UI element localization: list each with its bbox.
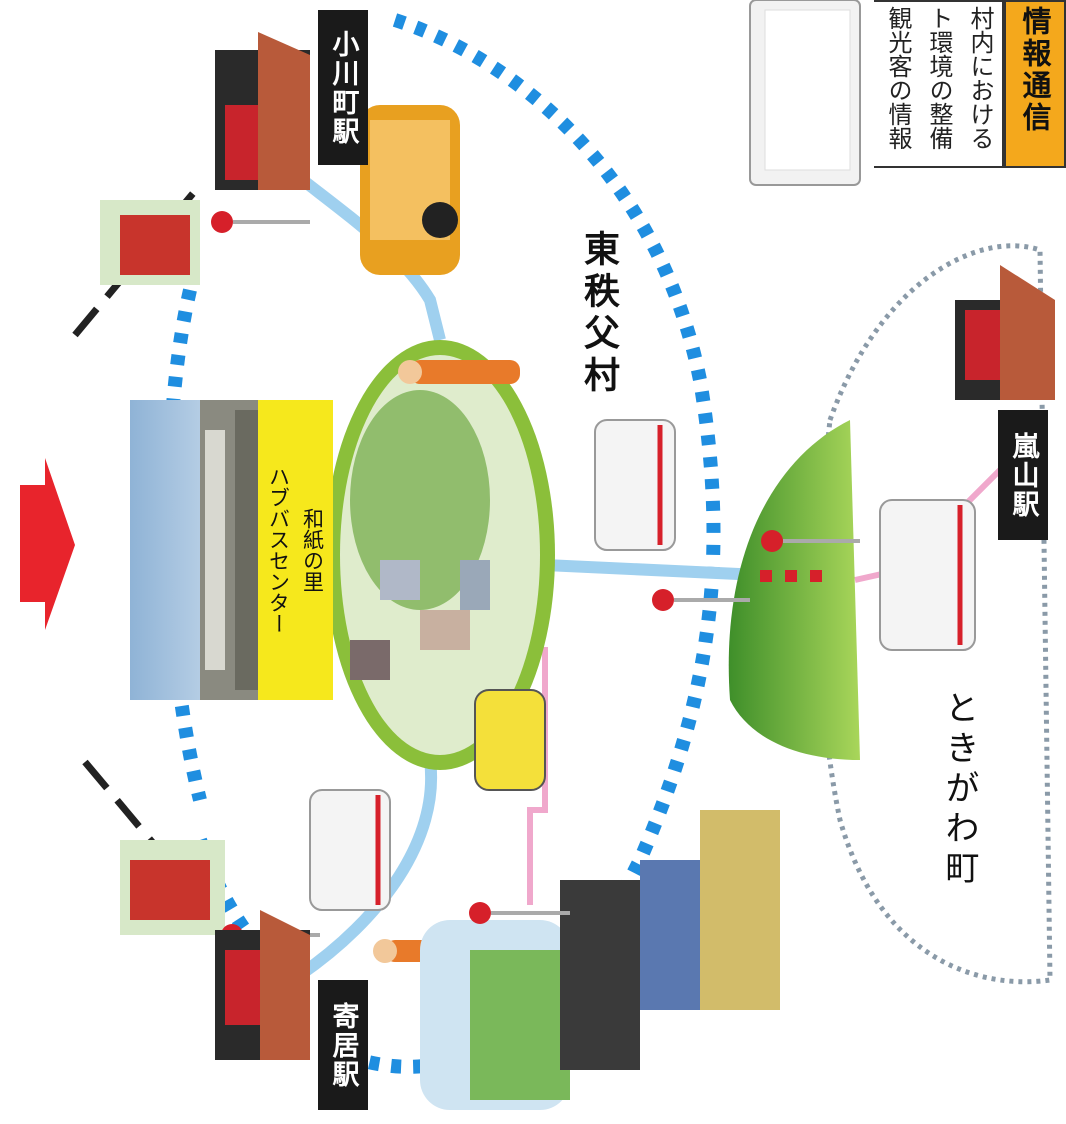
station-label-ogawamachi: 小川町駅 — [318, 10, 368, 165]
station-building-arashiyama — [955, 265, 1055, 400]
info-panel-body: 村内における ト環境の整備 観光客の情報 — [874, 0, 1004, 168]
town-boundary — [817, 243, 1053, 985]
hub-label-line1: 和紙の里 — [300, 508, 325, 592]
info-body-line: 観光客の情報 — [884, 6, 912, 150]
station-name: 小川町駅 — [327, 29, 359, 146]
region-label-tokigawa: ときがわ町 — [935, 690, 984, 890]
info-panel-title: 情報通信 — [1004, 0, 1066, 168]
hub-photo — [130, 400, 270, 700]
taxi-illustration — [474, 689, 546, 791]
hub-label-line2: ハブバスセンター — [266, 466, 291, 634]
region-name: 東秩父村 — [578, 230, 619, 398]
info-panel: 情報通信 村内における ト環境の整備 観光客の情報 — [870, 0, 1066, 170]
bus-illustration-3 — [309, 789, 391, 911]
direction-arrow — [20, 458, 75, 630]
hub-village-illustration — [325, 340, 555, 770]
info-body-line: ト環境の整備 — [925, 6, 953, 150]
station-name: 嵐山駅 — [1007, 431, 1039, 519]
info-title-text: 情報通信 — [1018, 6, 1052, 134]
station-building-ogawamachi — [215, 32, 310, 190]
station-name: 寄居駅 — [327, 1001, 359, 1089]
bus-stop-signs — [211, 211, 860, 946]
bus-stop-marks — [760, 570, 822, 582]
tablet-image — [749, 0, 861, 186]
train-photos — [100, 200, 225, 935]
hub-label: 和紙の里 ハブバスセンター — [258, 400, 333, 700]
nature-scene — [420, 810, 780, 1110]
region-label-higashichichibu: 東秩父村 — [572, 230, 624, 398]
bus-illustration-1 — [594, 419, 676, 551]
station-label-yorii: 寄居駅 — [318, 980, 368, 1110]
bus-illustration-2 — [879, 499, 976, 651]
info-body-line: 村内における — [966, 6, 994, 150]
region-name: ときがわ町 — [939, 690, 979, 890]
school-bus-illustration — [360, 105, 460, 275]
station-label-arashiyama: 嵐山駅 — [998, 410, 1048, 540]
station-building-yorii — [215, 910, 310, 1060]
hill-area — [728, 420, 860, 760]
